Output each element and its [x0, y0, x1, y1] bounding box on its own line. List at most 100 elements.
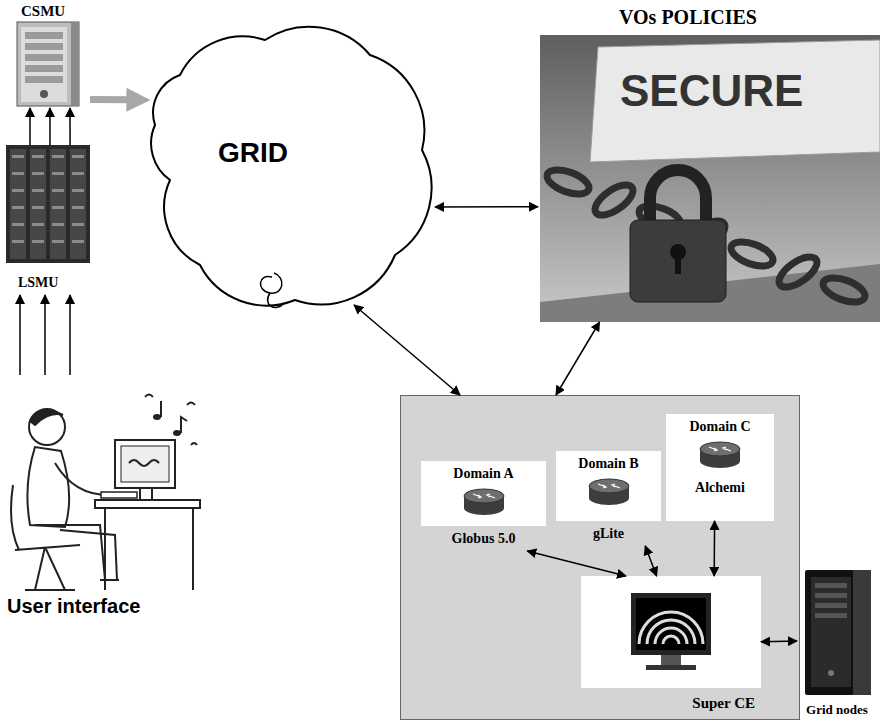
- drawing-part: [12, 206, 24, 209]
- domain-panel: Domain B: [556, 451, 661, 521]
- cloud-outline: [150, 15, 435, 305]
- drawing-part: [25, 76, 63, 83]
- node-label: User interface: [7, 595, 140, 618]
- user-figure: [5, 375, 205, 593]
- node-label: LSMU: [18, 275, 58, 291]
- drawing-part: [32, 223, 44, 226]
- drawing-part: [805, 570, 871, 695]
- drawing-part: [32, 240, 44, 243]
- node-label: CSMU: [21, 3, 65, 20]
- drawing-part: [12, 189, 24, 192]
- monitor-frame: [631, 593, 711, 655]
- middleware-label: Globus 5.0: [452, 531, 516, 547]
- drawing-part: [25, 65, 63, 72]
- connector-arrow: [435, 206, 538, 208]
- drawing-part: [25, 54, 63, 61]
- node-label: Domain B: [578, 456, 638, 472]
- monitor-base: [646, 665, 696, 670]
- picture-ground: [540, 35, 880, 322]
- node-label: Grid nodes: [806, 702, 868, 718]
- figure-line: [140, 488, 152, 499]
- connector-arrow: [645, 546, 656, 576]
- drawing-part: [72, 206, 84, 209]
- label-row: gLite: [556, 524, 661, 542]
- drawing-part: [72, 223, 84, 226]
- router-top: [464, 489, 504, 503]
- monitor-stand: [661, 655, 681, 665]
- connector-arrow: [527, 551, 626, 576]
- tower-server-icon: [797, 565, 877, 700]
- drawing-part: [52, 172, 64, 175]
- connector-arrow: [69, 108, 71, 145]
- chain-link: [820, 273, 868, 307]
- sign-board: [590, 40, 880, 162]
- drawing-part: [52, 155, 64, 158]
- figure-line: [15, 545, 80, 590]
- chain-link: [728, 237, 776, 271]
- node-label: Super CE: [692, 695, 755, 712]
- drawing-part: [40, 90, 48, 98]
- drawing-part: [52, 189, 64, 192]
- router-top: [589, 479, 629, 493]
- connector-arrow: [354, 305, 460, 395]
- domain-group: Domain A Globus 5.0 Domain B gLite Domain CA…: [400, 395, 800, 720]
- drawing-part: [12, 223, 24, 226]
- connector-arrow: [49, 108, 51, 145]
- signal-arc: [663, 636, 679, 644]
- lock-body: [630, 220, 726, 302]
- csmu-server: CSMU: [5, 2, 90, 108]
- node-label: GRID: [218, 137, 288, 169]
- router-arrows: [473, 494, 495, 498]
- drawing-part: [811, 577, 851, 687]
- drawing-part: [25, 32, 63, 39]
- drawing-part: [12, 155, 24, 158]
- node-label: Domain C: [689, 419, 750, 435]
- drawing-part: [21, 27, 67, 102]
- connector-arrow: [713, 521, 715, 576]
- lsmu-rack: LSMU: [2, 145, 92, 295]
- drawing-part: [17, 22, 79, 106]
- grid-cloud: GRID: [150, 15, 435, 305]
- sign-text: SECURE: [620, 69, 840, 113]
- rack-icon: [2, 145, 92, 265]
- router-arrows: [598, 484, 620, 488]
- label-row: Globus 5.0: [421, 529, 546, 547]
- connector-arrow: [90, 96, 136, 103]
- drawing-part: [815, 603, 847, 608]
- figure-line: [160, 401, 162, 417]
- monitor: [115, 440, 175, 488]
- signal-arc: [639, 612, 703, 644]
- drawing-part: [50, 149, 66, 259]
- security-picture: [538, 2, 880, 322]
- super-ce-box: Super CE: [581, 576, 761, 716]
- router-icon: [697, 440, 743, 470]
- figure-line: [145, 395, 197, 446]
- figure-line: [55, 463, 113, 495]
- chain-link: [590, 179, 638, 221]
- drawing-part: [815, 593, 847, 598]
- figure-head: [29, 409, 65, 445]
- figure-line: [35, 525, 119, 580]
- drawing-part: [72, 172, 84, 175]
- node-label: Domain A: [453, 466, 513, 482]
- signal-arc: [655, 628, 687, 644]
- super-ce-panel: [581, 576, 761, 688]
- domain-panel: Domain CAlchemi: [666, 414, 774, 521]
- cloud-shape: [151, 27, 431, 306]
- drawing-part: [12, 172, 24, 175]
- cloud-swirl: [260, 273, 284, 308]
- drawing-part: [32, 155, 44, 158]
- domain-box: Domain A Globus 5.0: [421, 461, 546, 551]
- signal-arc: [647, 620, 695, 644]
- drawing-part: [815, 613, 847, 618]
- domain-box: Domain CAlchemi: [666, 414, 774, 521]
- drawing-part: [71, 22, 79, 106]
- middleware-label: gLite: [593, 526, 624, 542]
- connector-arrow: [761, 640, 797, 642]
- router-icon: [586, 477, 632, 507]
- drawing-part: [32, 189, 44, 192]
- music-note: [173, 430, 181, 436]
- drawing-part: [52, 223, 64, 226]
- grid-nodes-server: Grid nodes: [797, 565, 877, 720]
